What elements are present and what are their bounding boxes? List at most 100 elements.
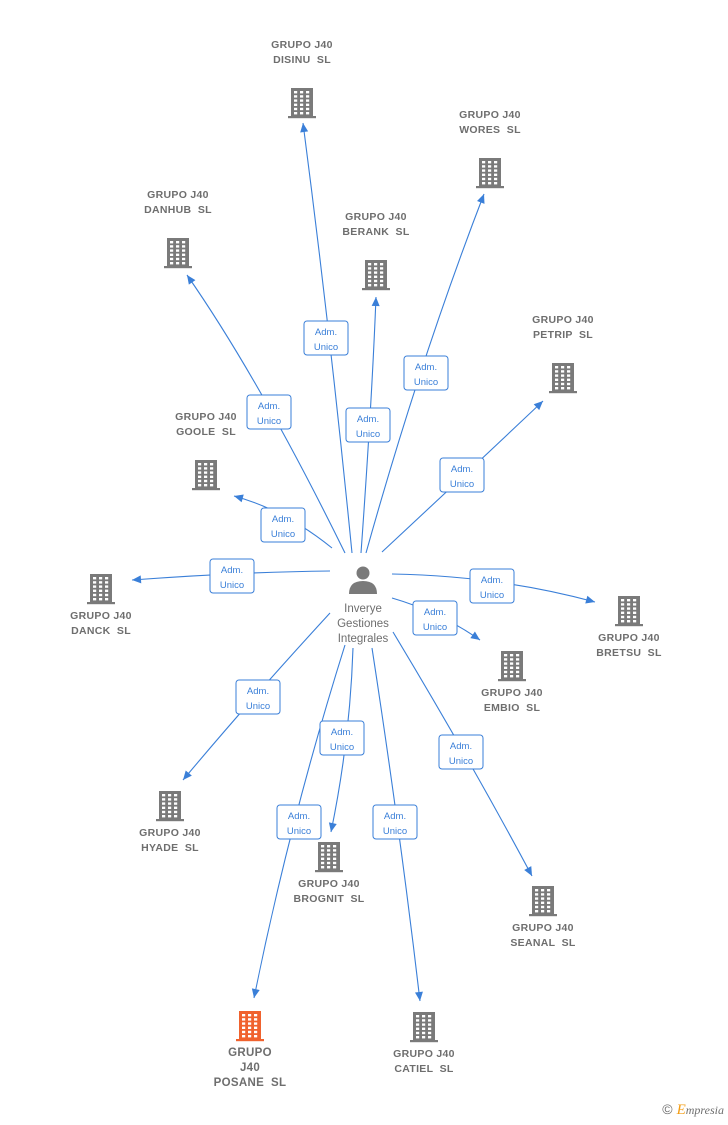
role-badge-text: Adm. [357, 414, 379, 425]
role-badge-text: Unico [314, 342, 338, 353]
building-icon[interactable] [615, 596, 643, 627]
person-label-line: Inverye [344, 603, 382, 615]
role-badge-berank[interactable]: Adm.Unico [345, 407, 391, 443]
company-label-line: GRUPO J40 [512, 922, 574, 934]
company-label-line: SEANAL SL [510, 937, 576, 949]
company-label-line: EMBIO SL [484, 702, 541, 714]
company-label-line: J40 [240, 1062, 260, 1074]
role-badge-hyade[interactable]: Adm. Unico [235, 679, 281, 715]
building-icon[interactable] [410, 1012, 438, 1043]
building-icon[interactable] [498, 651, 526, 682]
role-badge-text: Adm. [424, 607, 446, 618]
building-icon[interactable] [87, 574, 115, 605]
arrowhead [187, 275, 196, 285]
role-badge-text: Adm. [481, 575, 503, 586]
arrowhead [533, 401, 543, 411]
role-badge-text: Adm. [221, 565, 243, 576]
role-badge-text: Adm. [272, 514, 294, 525]
role-badge-disinu[interactable]: Adm.Unico [303, 320, 349, 356]
arrowhead [585, 595, 595, 604]
building-icon[interactable] [192, 460, 220, 491]
company-label-line: WORES SL [459, 124, 521, 136]
person-label-line: Integrales [338, 633, 389, 645]
company-label-line: GRUPO J40 [459, 109, 521, 121]
arrowhead [477, 194, 485, 204]
role-badge-text: Adm. [247, 686, 269, 697]
role-badge-wores[interactable]: Adm.Unico [403, 355, 449, 391]
company-label-line: GRUPO J40 [393, 1048, 455, 1060]
role-badge-text: Unico [271, 529, 295, 540]
copyright-symbol: © [662, 1101, 673, 1117]
company-label-line: BROGNIT SL [294, 893, 365, 905]
role-badge-text: Unico [450, 479, 474, 490]
company-label-line: GOOLE SL [176, 426, 236, 438]
role-badge-danck[interactable]: Adm. Unico [209, 558, 255, 594]
role-badge-text: Adm. [384, 811, 406, 822]
company-label-line: GRUPO J40 [147, 189, 209, 201]
building-icon[interactable] [315, 842, 343, 873]
role-badge-brognit[interactable]: Adm.Unico [319, 720, 365, 756]
company-label-line: GRUPO J40 [598, 632, 660, 644]
building-icon[interactable] [236, 1011, 264, 1042]
role-badge-text: Adm. [450, 741, 472, 752]
building-icon[interactable] [288, 88, 316, 119]
building-icon[interactable] [529, 886, 557, 917]
company-label-line: DISINU SL [273, 54, 331, 66]
role-badge-seanal[interactable]: Adm. Unico [438, 734, 484, 770]
role-badge-petrip[interactable]: Adm.Unico [439, 457, 485, 493]
building-icon[interactable] [549, 363, 577, 394]
role-badge-text: Unico [287, 826, 311, 837]
company-label-line: GRUPO J40 [70, 610, 132, 622]
role-badge-posane[interactable]: Adm.Unico [276, 804, 322, 840]
role-badge-text: Unico [480, 590, 504, 601]
arrowhead [414, 991, 423, 1001]
role-badge-danhub[interactable]: Adm.Unico [246, 394, 292, 430]
arrowhead [300, 123, 309, 133]
role-badge-text: Unico [423, 622, 447, 633]
arrowhead [470, 631, 480, 640]
building-icon[interactable] [164, 238, 192, 269]
company-label-line: CATIEL SL [394, 1063, 453, 1075]
company-label-line: GRUPO J40 [175, 411, 237, 423]
role-badge-text: Unico [383, 826, 407, 837]
role-badge-text: Unico [220, 580, 244, 591]
building-icon[interactable] [156, 791, 184, 822]
role-badge-text: Unico [449, 756, 473, 767]
role-badge-bretsu[interactable]: Adm. Unico [469, 568, 515, 604]
company-label-line: BERANK SL [342, 226, 409, 238]
building-icon[interactable] [362, 260, 390, 291]
arrowhead [234, 494, 244, 503]
arrowhead [183, 770, 192, 780]
person-icon [349, 566, 377, 594]
company-label-line: BRETSU SL [596, 647, 662, 659]
company-label-line: DANHUB SL [144, 204, 212, 216]
person-label-line: Gestiones [337, 618, 389, 630]
role-badge-text: Adm. [258, 401, 280, 412]
company-label-line: GRUPO [228, 1047, 272, 1059]
company-label-line: POSANE SL [214, 1077, 287, 1089]
company-label-line: GRUPO J40 [271, 39, 333, 51]
company-label-line: GRUPO J40 [139, 827, 201, 839]
role-badge-goole[interactable]: Adm. Unico [260, 507, 306, 543]
role-badge-embio[interactable]: Adm. Unico [412, 600, 458, 636]
role-badge-catiel[interactable]: Adm. Unico [372, 804, 418, 840]
role-badge-text: Unico [414, 377, 438, 388]
role-badge-text: Unico [246, 701, 270, 712]
company-label-line: DANCK SL [71, 625, 131, 637]
building-icon[interactable] [476, 158, 504, 189]
